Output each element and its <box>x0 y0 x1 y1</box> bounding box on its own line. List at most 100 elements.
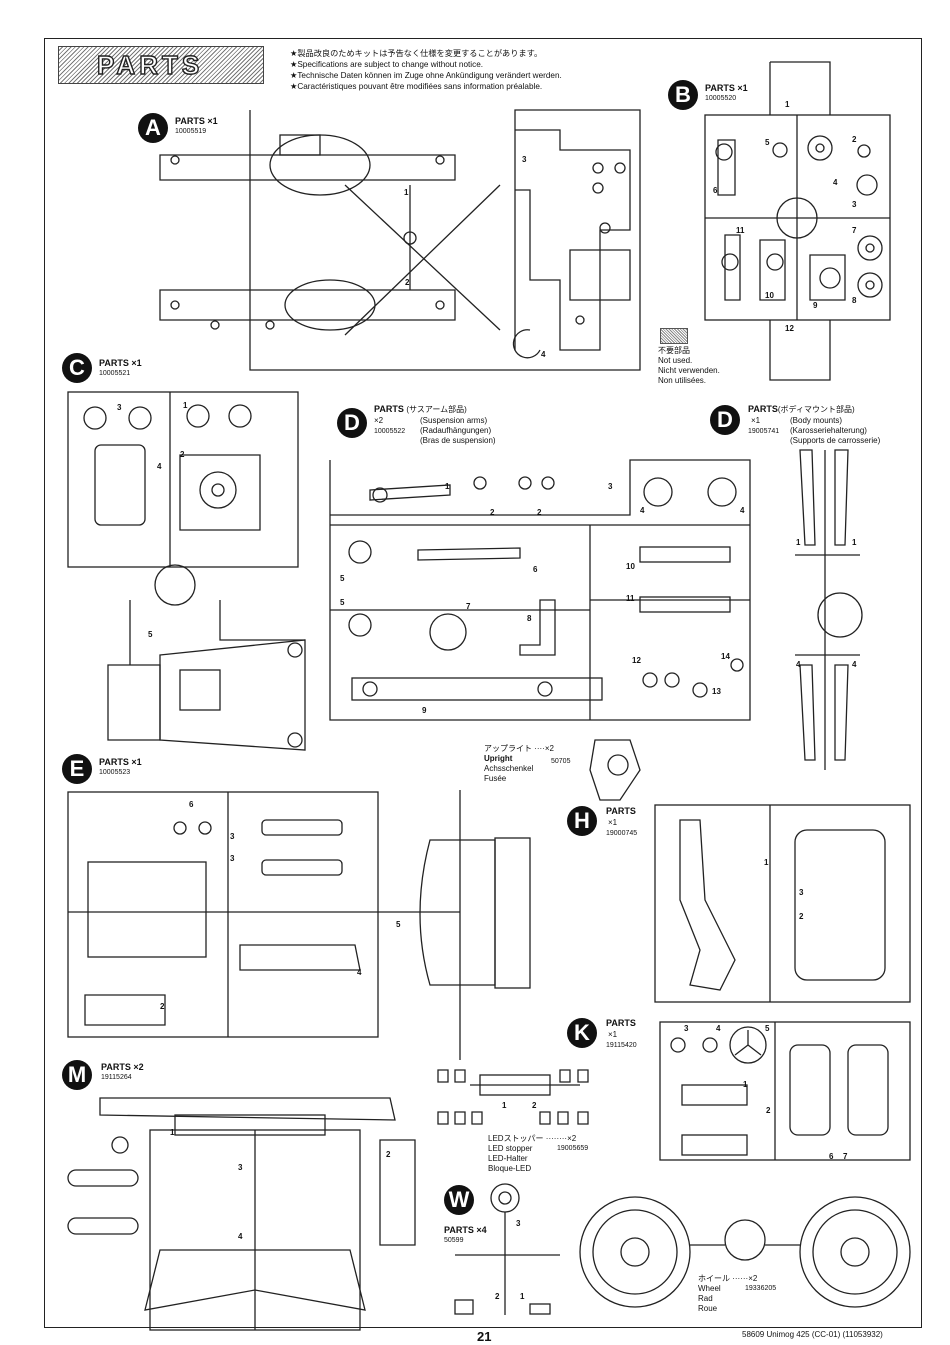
sprue-d-label: PARTS (サスアーム部品) <box>374 404 467 414</box>
sprue-e-letter: E <box>62 754 92 784</box>
part-number: 6 <box>189 800 194 809</box>
sprue-d-letter: D <box>337 408 367 438</box>
sprue-c-code: 10005521 <box>99 370 131 377</box>
sprue-k-qty: ×1 <box>608 1030 618 1039</box>
sprue-h-qty: ×1 <box>608 818 618 827</box>
sprue-d-code: 10005522 <box>374 428 406 435</box>
part-number: 7 <box>466 602 471 611</box>
sprue-b-code: 10005520 <box>705 95 737 102</box>
part-number: 4 <box>238 1232 243 1241</box>
sprue-b-label: PARTS ×1 <box>705 83 748 93</box>
sprue-e-label: PARTS ×1 <box>99 757 142 767</box>
wheel-code: 19336205 <box>745 1285 777 1292</box>
sprue-a-letter: A <box>138 113 168 143</box>
part-number: 10 <box>626 562 635 571</box>
not-used-en: Not used. <box>658 356 693 365</box>
sprue-d2-label-ja: (ボディマウント部品) <box>777 405 855 414</box>
notice-fr: ★Caractéristiques pouvant être modifiées… <box>290 82 543 91</box>
part-number: 4 <box>716 1024 721 1033</box>
sprue-d2-label: PARTS(ボディマウント部品) <box>748 404 855 414</box>
not-used-fr: Non utilisées. <box>658 376 707 385</box>
part-number: 5 <box>396 920 401 929</box>
upright-en: Upright <box>484 754 513 763</box>
led-stopper-code: 19005659 <box>557 1145 589 1152</box>
part-number: 6 <box>829 1152 834 1161</box>
sprue-a-code: 10005519 <box>175 128 207 135</box>
sprue-d2-letter: D <box>710 405 740 435</box>
part-number: 1 <box>796 538 801 547</box>
part-number: 1 <box>743 1080 748 1089</box>
wheel-en: Wheel <box>698 1284 721 1293</box>
sprue-m-letter: M <box>62 1060 92 1090</box>
upright-ja: アップライト ····×2 <box>484 744 554 753</box>
sprue-c-label: PARTS ×1 <box>99 358 142 368</box>
part-number: 4 <box>796 660 801 669</box>
led-stopper-de: LED-Halter <box>488 1154 528 1163</box>
part-number: 3 <box>522 155 527 164</box>
sprue-d2-desc: (Body mounts) (Karosseriehalterung) (Sup… <box>790 416 880 446</box>
upright-de: Achsschenkel <box>484 764 534 773</box>
part-number: 1 <box>445 482 450 491</box>
sprue-c-drawing <box>67 391 306 751</box>
sprue-d-qty: ×2 <box>374 416 384 425</box>
part-number: 5 <box>765 1024 770 1033</box>
sprue-d2-desc-de: (Karosseriehalterung) <box>790 426 867 435</box>
part-number: 4 <box>541 350 546 359</box>
part-number: 2 <box>766 1106 771 1115</box>
sprue-a-label: PARTS ×1 <box>175 116 218 126</box>
sprue-b-letter: B <box>668 80 698 110</box>
sprue-m-label: PARTS ×2 <box>101 1062 144 1072</box>
parts-banner-text: PARTS <box>96 49 204 80</box>
sprue-d2-desc-en: (Body mounts) <box>790 416 843 425</box>
sprue-k-label: PARTS <box>606 1018 636 1028</box>
part-number: 2 <box>537 508 542 517</box>
sprue-h-label: PARTS <box>606 806 636 816</box>
part-number: 4 <box>640 506 645 515</box>
wheel-callout: ホイール ······×2 Wheel Rad Roue <box>698 1274 757 1314</box>
sprue-k-letter: K <box>567 1018 597 1048</box>
sprue-h-letter: H <box>567 806 597 836</box>
part-number: 4 <box>852 660 857 669</box>
part-number: 2 <box>405 278 410 287</box>
sprue-w-drawing <box>454 1183 560 1315</box>
part-number: 6 <box>533 565 538 574</box>
part-number: 2 <box>490 508 495 517</box>
part-number: 8 <box>527 614 532 623</box>
part-number: 10 <box>765 291 774 300</box>
upright-callout: アップライト ····×2 Upright Achsschenkel Fusée <box>484 744 554 784</box>
part-number: 12 <box>785 324 794 333</box>
part-number: 11 <box>626 594 635 603</box>
led-stopper-fr: Bloque-LED <box>488 1164 532 1173</box>
parts-banner: PARTS <box>58 46 264 84</box>
part-number: 4 <box>740 506 745 515</box>
sprue-m-drawing <box>67 1097 416 1331</box>
part-number: 1 <box>502 1101 507 1110</box>
part-number: 2 <box>532 1101 537 1110</box>
part-number: 12 <box>632 656 641 665</box>
sprue-d-desc-de: (Radaufhängungen) <box>420 426 492 435</box>
part-number: 3 <box>238 1163 243 1172</box>
part-number: 9 <box>813 301 818 310</box>
sprue-h-code: 19000745 <box>606 830 638 837</box>
page-frame <box>44 38 922 1328</box>
part-number: 1 <box>852 538 857 547</box>
footer-product-info: 58609 Unimog 425 (CC-01) (11053932) <box>742 1330 883 1339</box>
sprue-k-code: 19115420 <box>606 1042 637 1049</box>
part-number: 3 <box>516 1219 521 1228</box>
part-number: 3 <box>799 888 804 897</box>
part-number: 7 <box>843 1152 848 1161</box>
part-number: 14 <box>721 652 730 661</box>
sprue-d-desc-fr: (Bras de suspension) <box>420 436 496 445</box>
part-number: 6 <box>713 186 718 195</box>
sprue-w-code: 50599 <box>444 1237 464 1244</box>
upright-fr: Fusée <box>484 774 507 783</box>
sprue-d-label-text: PARTS <box>374 404 404 414</box>
sprue-d-desc-en: (Suspension arms) <box>420 416 488 425</box>
part-number: 1 <box>170 1128 175 1137</box>
spec-notices: ★製品改良のためキットは予告なく仕様を変更することがあります。 ★Specifi… <box>290 48 562 92</box>
part-number: 2 <box>852 135 857 144</box>
part-number: 7 <box>852 226 857 235</box>
led-stopper-ja: LEDストッパー ········×2 <box>488 1134 577 1143</box>
